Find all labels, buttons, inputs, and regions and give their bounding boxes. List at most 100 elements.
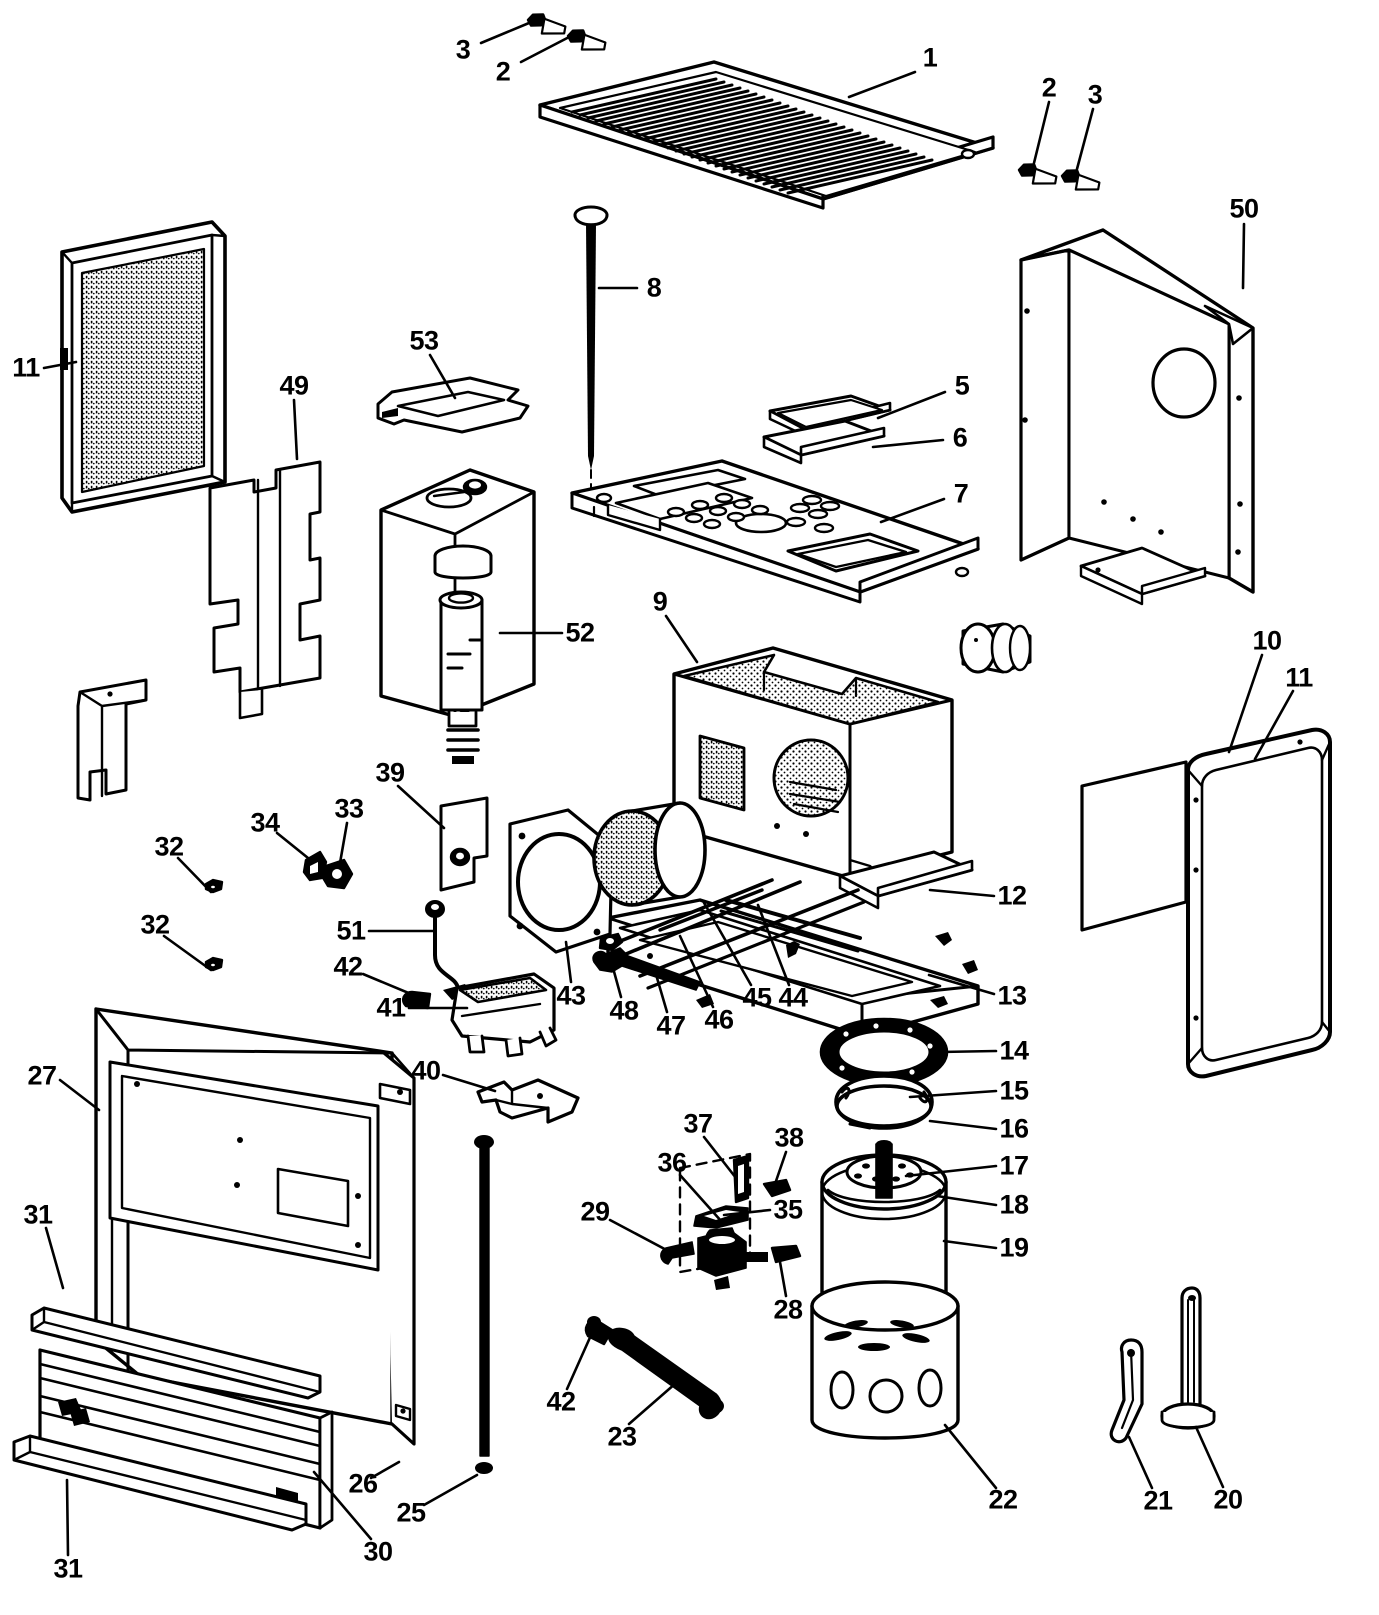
callout-43: 43 <box>556 980 586 1011</box>
part-control-switch-box <box>450 972 558 1058</box>
callout-48: 48 <box>609 995 639 1026</box>
part-clip-33 <box>320 858 354 890</box>
part-gas-supply-tube <box>584 1316 724 1420</box>
callout-50: 50 <box>1229 193 1259 224</box>
callout-25: 25 <box>396 1497 426 1528</box>
callout-16: 16 <box>999 1113 1029 1144</box>
callout-29: 29 <box>580 1196 610 1227</box>
part-screws-upper-right <box>1015 160 1102 195</box>
leader-line-44 <box>756 903 791 987</box>
callout-3: 3 <box>1087 79 1103 110</box>
callout-32: 32 <box>140 909 170 940</box>
leader-line-18 <box>935 1194 998 1207</box>
callout-9: 9 <box>652 586 668 617</box>
part-kick-panel-main <box>38 1348 334 1530</box>
leader-line-22 <box>943 1423 998 1490</box>
callout-46: 46 <box>704 1004 734 1035</box>
leader-line-38 <box>773 1150 788 1186</box>
callout-26: 26 <box>348 1468 378 1499</box>
callout-42: 42 <box>546 1386 576 1417</box>
callout-38: 38 <box>774 1122 804 1153</box>
leader-line-35 <box>722 1208 772 1217</box>
part-kick-rail-lower <box>12 1434 308 1532</box>
leader-line-20 <box>1194 1425 1225 1489</box>
leader-line-3 <box>479 21 531 45</box>
part-rod-link-46 <box>658 888 764 932</box>
callout-22: 22 <box>988 1484 1018 1515</box>
leader-line-49 <box>292 398 299 461</box>
callout-1: 1 <box>922 42 938 73</box>
callout-52: 52 <box>565 617 595 648</box>
leader-line-47 <box>653 969 669 1014</box>
leader-line-5 <box>876 390 947 420</box>
part-side-heat-shield <box>208 460 322 720</box>
part-wire-connector-left <box>401 990 432 1010</box>
leader-line-32 <box>176 856 213 894</box>
leader-line-6 <box>871 438 945 449</box>
leader-line-19 <box>942 1239 998 1250</box>
callout-28: 28 <box>773 1294 803 1325</box>
part-support-rod <box>474 1135 494 1474</box>
leader-line-31 <box>44 1226 65 1290</box>
callout-7: 7 <box>953 478 969 509</box>
callout-32: 32 <box>154 831 184 862</box>
callout-42: 42 <box>333 951 363 982</box>
part-long-rod-pin <box>573 205 609 501</box>
leader-line-46 <box>678 934 715 1009</box>
callout-33: 33 <box>334 793 364 824</box>
leader-line-39 <box>396 784 446 830</box>
callout-35: 35 <box>773 1194 803 1225</box>
callout-40: 40 <box>411 1055 441 1086</box>
leader-line-28 <box>778 1260 788 1298</box>
callout-6: 6 <box>952 422 968 453</box>
part-valve-group <box>660 1152 802 1290</box>
callout-11: 11 <box>1285 662 1313 693</box>
leader-line-17 <box>904 1164 998 1178</box>
callout-51: 51 <box>336 915 366 946</box>
callout-23: 23 <box>607 1421 637 1452</box>
leader-line-48 <box>608 955 623 999</box>
part-long-leveling-leg <box>1160 1286 1216 1430</box>
part-sensor-probe-wire <box>425 900 470 1000</box>
leader-line-9 <box>664 614 699 664</box>
leader-line-13 <box>927 973 996 996</box>
leader-line-2 <box>519 33 575 64</box>
leader-line-36 <box>678 1173 724 1224</box>
leader-line-34 <box>275 831 315 864</box>
part-latch-clip-48 <box>598 932 624 952</box>
callout-3: 3 <box>455 34 471 65</box>
callout-44: 44 <box>778 982 808 1013</box>
callout-2: 2 <box>495 56 511 87</box>
callout-14: 14 <box>999 1035 1029 1066</box>
leader-line-50 <box>1241 222 1246 290</box>
leader-line-1 <box>847 70 917 99</box>
callout-47: 47 <box>656 1010 686 1041</box>
callout-21: 21 <box>1143 1485 1173 1516</box>
part-kick-rail-upper <box>30 1306 322 1400</box>
leader-line-2 <box>1032 100 1051 165</box>
leader-line-37 <box>702 1135 738 1180</box>
part-oven-door-panel-right <box>1186 727 1332 1079</box>
callout-31: 31 <box>23 1199 53 1230</box>
leader-line-15 <box>908 1089 998 1099</box>
part-oven-door-panel-left <box>60 220 227 514</box>
part-main-top-panel <box>570 459 980 604</box>
leader-line-14 <box>938 1049 998 1054</box>
leader-line-23 <box>627 1381 678 1426</box>
callout-36: 36 <box>657 1147 687 1178</box>
leader-line-32 <box>162 934 213 972</box>
part-insulation-panel-right <box>1080 760 1188 932</box>
part-burner-box <box>672 646 954 880</box>
callout-53: 53 <box>409 325 439 356</box>
callout-20: 20 <box>1213 1484 1243 1515</box>
leader-line-31 <box>65 1478 70 1557</box>
leader-line-26 <box>369 1460 401 1480</box>
part-vented-base-shell <box>810 1280 960 1440</box>
leader-line-45 <box>701 899 753 987</box>
callout-11: 11 <box>12 352 40 383</box>
callout-27: 27 <box>27 1060 57 1091</box>
part-clamp-rings <box>834 1074 934 1130</box>
callout-12: 12 <box>997 880 1027 911</box>
